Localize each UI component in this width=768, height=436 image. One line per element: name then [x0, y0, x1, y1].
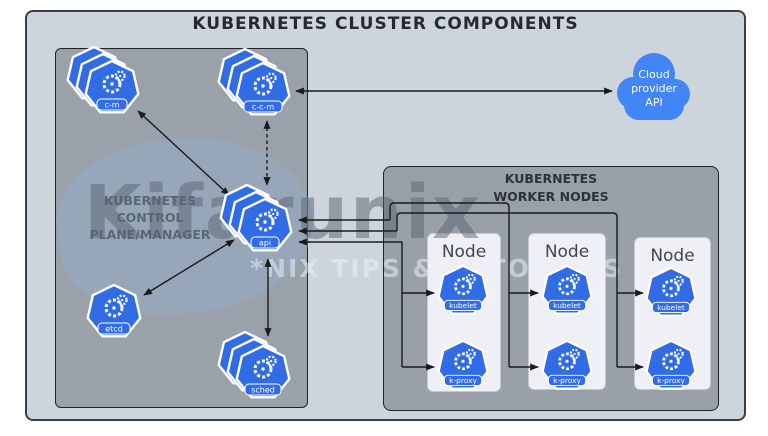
watermark-brand: Kifarunix: [84, 170, 482, 256]
control-plane-label: KUBERNETES CONTROL PLANE/MANAGER: [60, 193, 240, 244]
worker-nodes-label-line1: KUBERNETES: [504, 171, 598, 186]
diagram-title: KUBERNETES CLUSTER COMPONENTS: [192, 14, 579, 34]
watermark-tagline: *NIX TIPS & TUTORIALS: [250, 254, 623, 283]
worker-nodes-label: KUBERNETES WORKER NODES: [383, 170, 719, 205]
control-plane-label-line1: KUBERNETES: [103, 193, 197, 208]
worker-nodes-label-line2: WORKER NODES: [493, 188, 609, 204]
control-plane-label-line2: CONTROL PLANE/MANAGER: [89, 209, 211, 242]
node-3-title: Node: [650, 246, 695, 266]
